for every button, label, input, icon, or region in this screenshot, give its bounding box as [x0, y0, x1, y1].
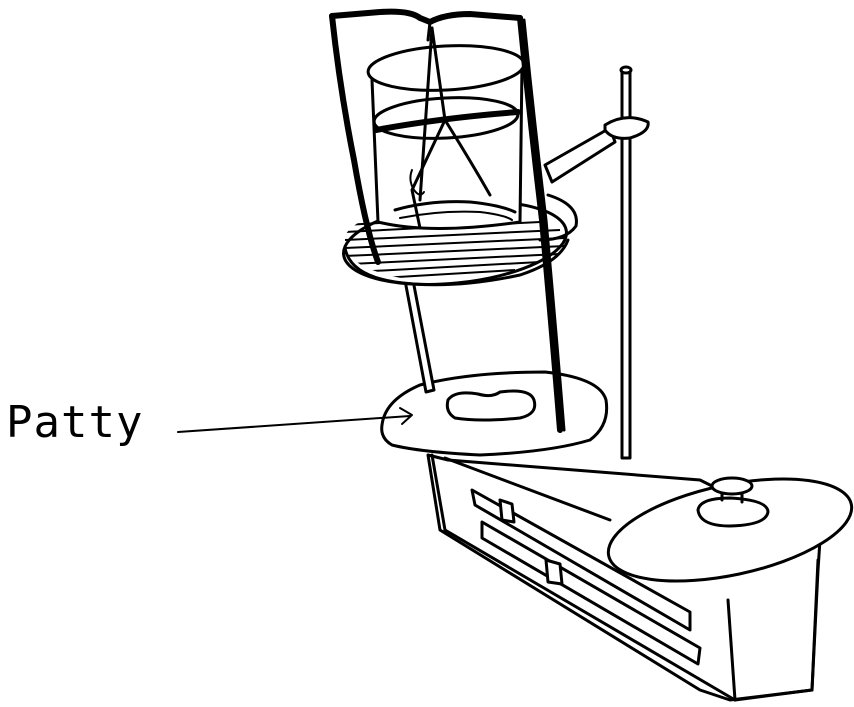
slider-knob-upper	[498, 498, 516, 524]
counterweight	[696, 476, 770, 528]
patty-label: Patty	[6, 397, 143, 448]
support-post	[402, 273, 436, 394]
hanger-frame	[329, 8, 566, 433]
patty	[445, 389, 537, 422]
clamp-arm	[543, 116, 650, 184]
platform-hatching	[344, 214, 566, 280]
slider-track-lower	[480, 520, 702, 666]
slider-track-upper	[470, 488, 692, 632]
patty-arrow	[177, 407, 413, 433]
slider-knob-lower	[544, 558, 564, 586]
hook-string	[409, 26, 492, 230]
patty-label-text: Patty	[6, 397, 143, 448]
stand-rod	[619, 65, 633, 460]
